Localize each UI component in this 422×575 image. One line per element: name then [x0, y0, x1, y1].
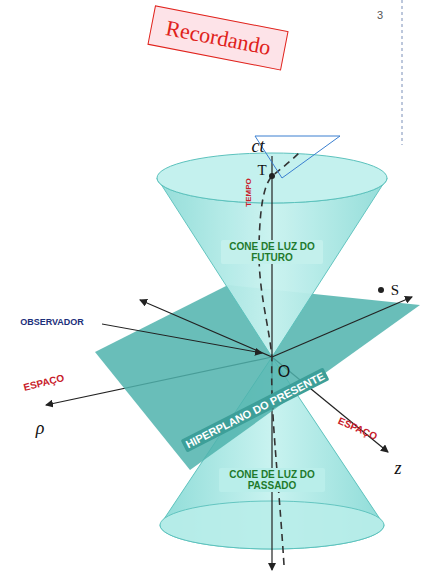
axis-caption: ESPAÇO: [337, 415, 379, 442]
event-label: T: [257, 162, 266, 179]
event-t-dot: [269, 173, 275, 179]
axis-caption: ESPAÇO: [23, 372, 66, 393]
observer-label: OBSERVADOR: [20, 317, 84, 327]
axis-caption: TEMPO: [243, 178, 252, 206]
space-axis-right: [272, 297, 412, 357]
world-line: [259, 152, 300, 565]
event-s-dot: [378, 287, 384, 293]
origin-label: O: [278, 363, 290, 381]
axis-label: ct: [252, 136, 265, 157]
badge-text: Recordando: [163, 15, 272, 61]
region-label: CONE DE LUZ DO PASSADO: [219, 468, 325, 492]
title-badge: Recordando: [147, 5, 288, 70]
dashed-divider: [402, 0, 403, 145]
z-axis: [272, 357, 388, 452]
page-number: 3: [377, 9, 383, 21]
region-label: CONE DE LUZ DO FUTURO: [221, 240, 323, 264]
axis-label: z: [394, 458, 401, 479]
axis-label: ρ: [36, 418, 45, 439]
local-light-cone: [255, 136, 340, 178]
event-label: S: [391, 282, 399, 299]
plane-label: HIPERPLANO DO PRESENTE: [181, 367, 330, 452]
space-axis-back: [140, 300, 272, 357]
observer-pointer: [102, 324, 262, 353]
